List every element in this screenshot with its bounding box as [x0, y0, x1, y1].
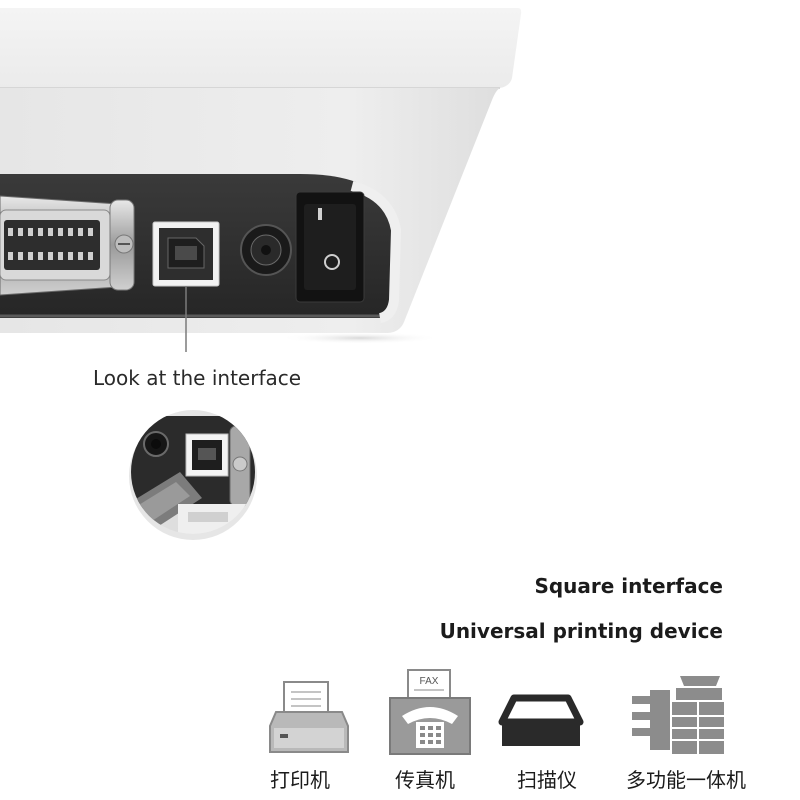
multifunction-copier-icon: [632, 676, 724, 754]
device-label-printer: 打印机: [270, 768, 330, 792]
device-label-multifunction: 多功能一体机: [626, 768, 746, 792]
parallel-port: [0, 195, 135, 296]
printer-icon: [269, 681, 349, 753]
device-label-fax: 传真机: [395, 768, 455, 792]
power-rocker-switch: [295, 191, 365, 303]
printer-upper-shell: [0, 8, 522, 89]
fax-machine-icon: FAX: [389, 669, 471, 755]
usb-b-port: [152, 221, 220, 287]
headline-square-interface: Square interface: [534, 574, 723, 598]
usb-zoom-detail: [129, 410, 257, 540]
port-screw: [109, 199, 135, 291]
device-label-scanner: 扫描仪: [517, 768, 577, 792]
headline-universal-printing: Universal printing device: [439, 619, 723, 643]
fax-screen-text: FAX: [420, 676, 439, 687]
scanner-icon: [498, 694, 584, 746]
callout-caption: Look at the interface: [93, 366, 302, 390]
dc-power-jack: [240, 224, 292, 276]
printer-rear-photo: [0, 8, 522, 352]
